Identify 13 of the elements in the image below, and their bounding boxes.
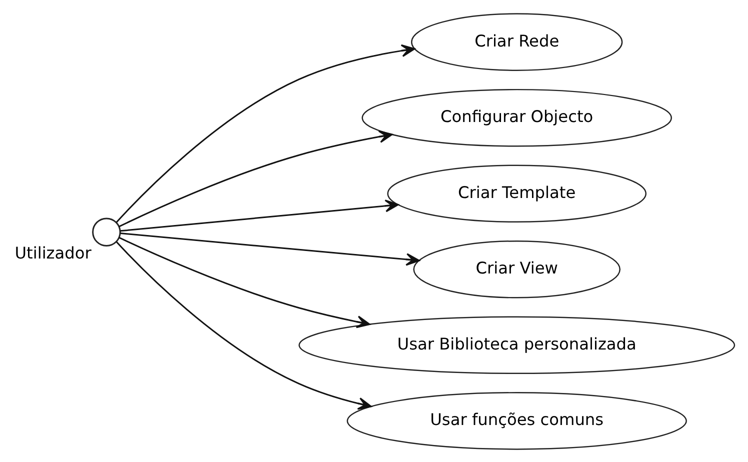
- node-ellipse: Configurar Objecto: [362, 88, 672, 146]
- arrow: [116, 44, 416, 222]
- arrow: [118, 130, 393, 227]
- node-ellipse: Criar View: [413, 240, 621, 298]
- node-label: Utilizador: [14, 243, 92, 262]
- node-ellipse: Criar Template: [387, 164, 647, 222]
- arrow: [118, 236, 370, 328]
- node-ellipse: Criar Rede: [411, 12, 623, 70]
- node-person: [92, 217, 121, 246]
- arrow: [120, 199, 399, 232]
- arrow: [116, 240, 372, 410]
- arrow: [120, 232, 420, 266]
- node-ellipse: Usar funções comuns: [346, 392, 687, 450]
